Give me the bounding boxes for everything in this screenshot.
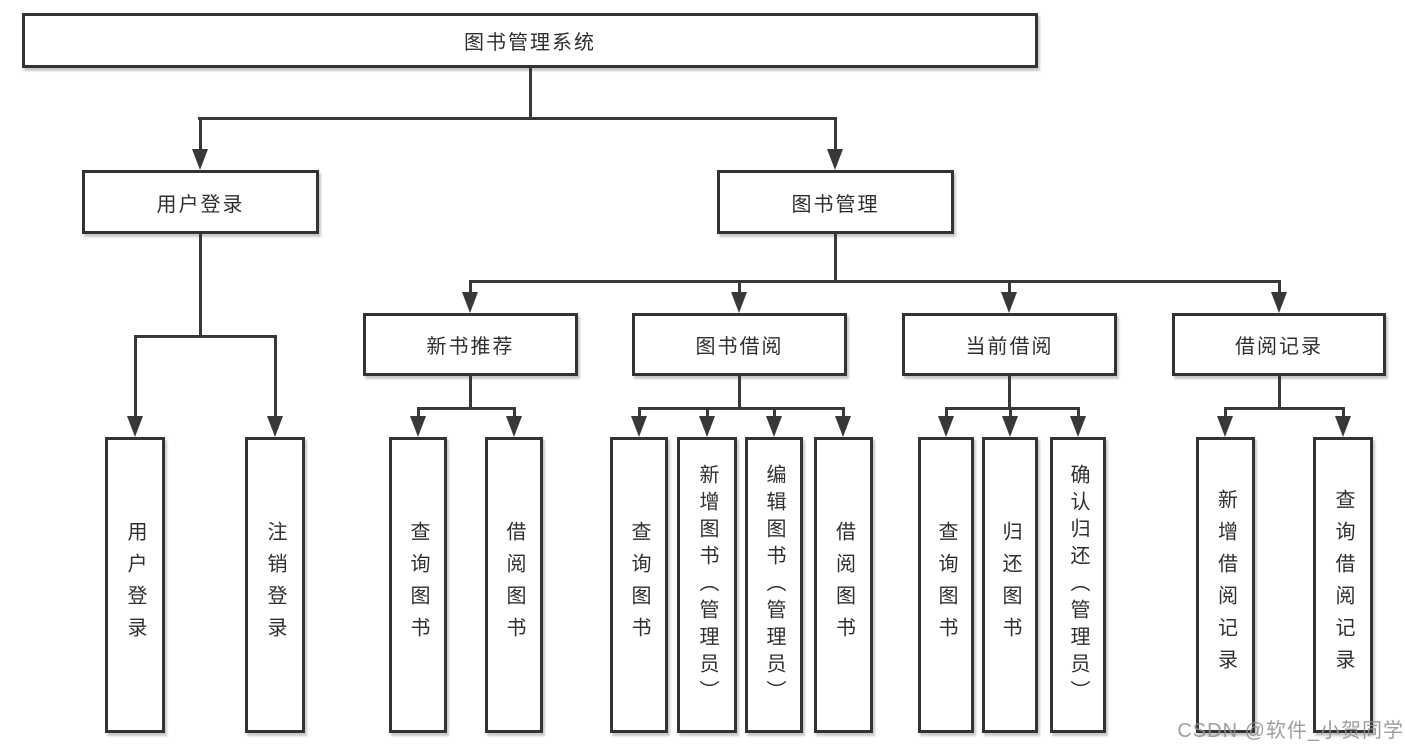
connector-line	[417, 407, 420, 418]
leaf-add-book-admin-label: 新增图书（管理员）	[696, 463, 718, 707]
node-borrow-records-label: 借阅记录	[1235, 336, 1323, 358]
connector-line	[199, 117, 202, 150]
leaf-confirm-return-admin-label: 确认归还（管理员）	[1067, 463, 1089, 707]
connector-line	[738, 376, 741, 407]
node-current-borrow: 当前借阅	[902, 313, 1117, 376]
leaf-query-borrow-record: 查询借阅记录	[1313, 437, 1373, 733]
connector-line	[738, 280, 741, 294]
arrow-down-icon	[731, 292, 747, 313]
leaf-query-book-borrow: 查询图书	[610, 437, 668, 733]
leaf-add-borrow-record: 新增借阅记录	[1196, 437, 1255, 733]
arrow-down-icon	[1070, 416, 1086, 437]
arrow-down-icon	[1335, 416, 1351, 437]
node-book-borrow: 图书借阅	[632, 313, 847, 376]
connector-line	[638, 407, 845, 410]
connector-line	[638, 407, 641, 418]
leaf-user-login: 用户登录	[105, 437, 165, 733]
node-new-book-recommend: 新书推荐	[363, 313, 578, 376]
leaf-borrow-book-recommend: 借阅图书	[485, 437, 543, 733]
leaf-query-book-recommend: 查询图书	[389, 437, 447, 733]
arrow-down-icon	[1271, 292, 1287, 313]
arrow-down-icon	[766, 416, 782, 437]
arrow-down-icon	[1217, 416, 1233, 437]
connector-line	[1008, 376, 1011, 407]
connector-line	[134, 335, 277, 338]
connector-line	[1278, 376, 1281, 407]
connector-line	[1224, 407, 1227, 418]
connector-line	[469, 376, 472, 407]
arrow-down-icon	[631, 416, 647, 437]
leaf-query-book-current-label: 查询图书	[935, 521, 957, 649]
node-root: 图书管理系统	[22, 13, 1038, 68]
leaf-add-book-admin: 新增图书（管理员）	[677, 437, 737, 733]
connector-line	[834, 234, 837, 280]
arrow-down-icon	[699, 416, 715, 437]
node-user-login-label: 用户登录	[156, 193, 245, 216]
leaf-query-book-borrow-label: 查询图书	[628, 521, 650, 649]
leaf-query-borrow-record-label: 查询借阅记录	[1332, 489, 1354, 681]
connector-line	[945, 407, 948, 418]
leaf-logout-label: 注销登录	[264, 521, 286, 649]
node-new-book-recommend-label: 新书推荐	[426, 336, 515, 358]
connector-line	[1342, 407, 1345, 418]
node-book-borrow-label: 图书借阅	[695, 336, 784, 358]
connector-line	[198, 117, 837, 120]
arrow-down-icon	[1001, 292, 1017, 313]
arrow-down-icon	[1002, 416, 1018, 437]
connector-line	[469, 280, 472, 294]
leaf-borrow-book-label: 借阅图书	[832, 521, 855, 649]
connector-line	[773, 407, 776, 418]
leaf-borrow-book: 借阅图书	[814, 437, 873, 733]
connector-line	[1224, 407, 1345, 410]
leaf-edit-book-admin-label: 编辑图书（管理员）	[763, 463, 785, 707]
arrow-down-icon	[267, 416, 283, 437]
connector-line	[1077, 407, 1080, 418]
watermark: CSDN @软件_小贺同学	[1177, 720, 1404, 742]
leaf-return-book: 归还图书	[982, 437, 1038, 733]
arrow-down-icon	[835, 416, 851, 437]
leaf-query-book-recommend-label: 查询图书	[407, 521, 429, 649]
connector-line	[513, 407, 516, 418]
arrow-down-icon	[192, 149, 208, 170]
connector-line	[199, 234, 202, 335]
leaf-borrow-book-recommend-label: 借阅图书	[503, 521, 525, 649]
node-user-login: 用户登录	[82, 170, 319, 234]
leaf-user-login-label: 用户登录	[124, 521, 146, 649]
leaf-return-book-label: 归还图书	[999, 521, 1021, 649]
node-book-management-label: 图书管理	[791, 193, 880, 216]
node-book-management: 图书管理	[717, 170, 954, 234]
leaf-query-book-current: 查询图书	[918, 437, 974, 733]
arrow-down-icon	[462, 292, 478, 313]
node-borrow-records: 借阅记录	[1172, 313, 1386, 376]
leaf-edit-book-admin: 编辑图书（管理员）	[745, 437, 803, 733]
connector-line	[1008, 280, 1011, 294]
arrow-down-icon	[827, 149, 843, 170]
connector-line	[529, 68, 532, 117]
connector-line	[945, 407, 1080, 410]
connector-line	[417, 407, 516, 410]
arrow-down-icon	[938, 416, 954, 437]
connector-line	[834, 117, 837, 150]
node-current-borrow-label: 当前借阅	[965, 336, 1054, 358]
leaf-confirm-return-admin: 确认归还（管理员）	[1050, 437, 1106, 733]
arrow-down-icon	[506, 416, 522, 437]
connector-line	[1278, 280, 1281, 294]
node-root-label: 图书管理系统	[464, 32, 596, 54]
arrow-down-icon	[410, 416, 426, 437]
arrow-down-icon	[127, 416, 143, 437]
connector-line	[469, 280, 1281, 283]
connector-line	[706, 407, 709, 418]
leaf-add-borrow-record-label: 新增借阅记录	[1214, 489, 1237, 681]
connector-line	[134, 335, 137, 417]
connector-line	[1009, 407, 1012, 418]
connector-line	[842, 407, 845, 418]
leaf-logout: 注销登录	[245, 437, 305, 733]
connector-line	[274, 335, 277, 417]
